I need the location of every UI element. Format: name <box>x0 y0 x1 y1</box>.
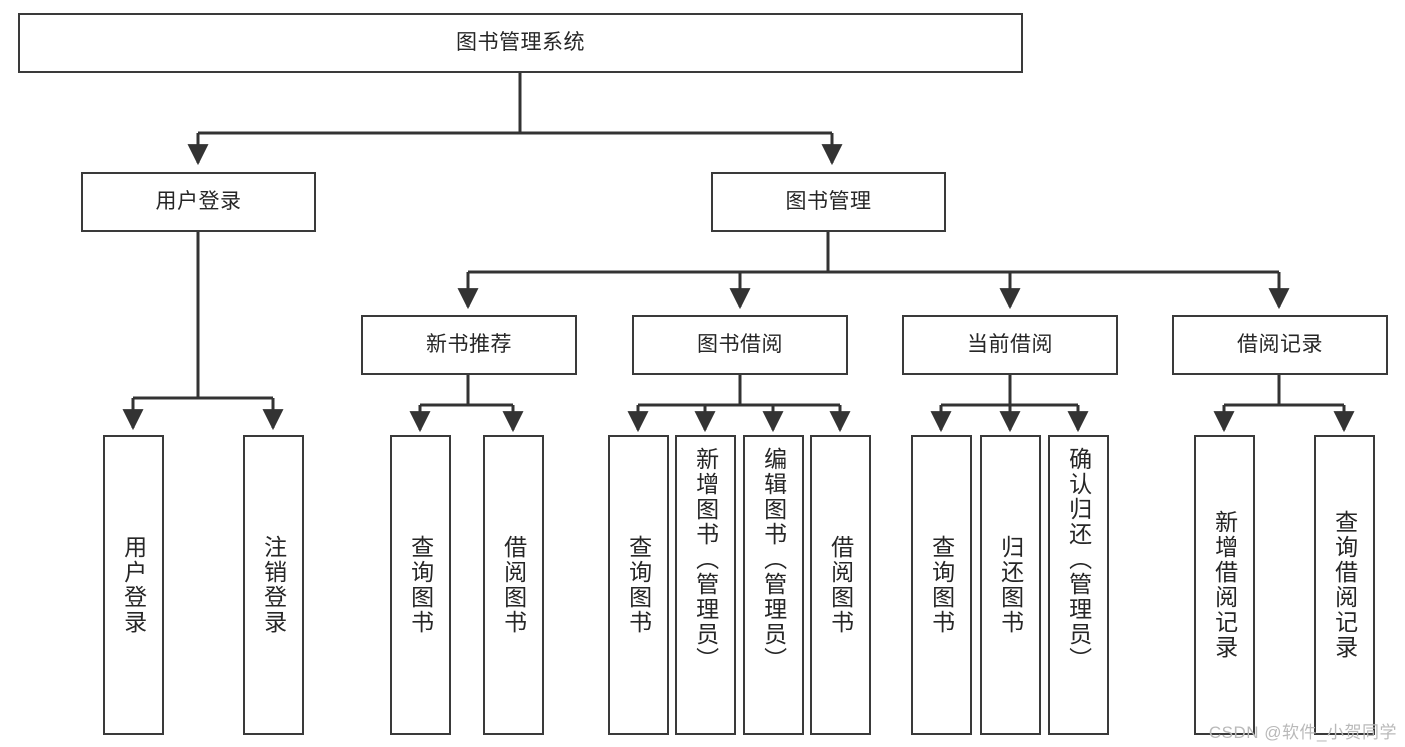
node-label: 新增借阅记录 <box>1211 510 1238 660</box>
leaf-add-book-admin[interactable]: 新增图书（管理员） <box>675 435 736 735</box>
leaf-user-login[interactable]: 用户登录 <box>103 435 164 735</box>
node-borrow-records[interactable]: 借阅记录 <box>1172 315 1388 375</box>
leaf-query-book-current[interactable]: 查询图书 <box>911 435 972 735</box>
leaf-query-book-recommend[interactable]: 查询图书 <box>390 435 451 735</box>
leaf-confirm-return-admin[interactable]: 确认归还（管理员） <box>1048 435 1109 735</box>
leaf-add-borrow-record[interactable]: 新增借阅记录 <box>1194 435 1255 735</box>
node-label: 用户登录 <box>155 189 242 213</box>
node-label: 确认归还（管理员） <box>1065 447 1092 672</box>
node-label: 查询借阅记录 <box>1331 510 1358 660</box>
csdn-watermark: CSDN @软件_小贺同学 <box>1208 723 1397 742</box>
node-label: 归还图书 <box>997 535 1024 635</box>
leaf-borrow-book-recommend[interactable]: 借阅图书 <box>483 435 544 735</box>
node-label: 注销登录 <box>260 535 287 635</box>
leaf-query-book-borrow[interactable]: 查询图书 <box>608 435 669 735</box>
node-current-borrow[interactable]: 当前借阅 <box>902 315 1118 375</box>
node-label: 查询图书 <box>407 535 434 635</box>
leaf-return-book[interactable]: 归还图书 <box>980 435 1041 735</box>
node-label: 借阅记录 <box>1237 332 1323 356</box>
node-user-login[interactable]: 用户登录 <box>81 172 316 232</box>
node-label: 借阅图书 <box>827 535 854 635</box>
node-label: 图书借阅 <box>697 332 783 356</box>
leaf-query-borrow-record[interactable]: 查询借阅记录 <box>1314 435 1375 735</box>
node-label: 查询图书 <box>625 535 652 635</box>
node-label: 当前借阅 <box>967 332 1053 356</box>
node-root-system[interactable]: 图书管理系统 <box>18 13 1023 73</box>
node-label: 借阅图书 <box>500 535 527 635</box>
leaf-edit-book-admin[interactable]: 编辑图书（管理员） <box>743 435 804 735</box>
node-label: 图书管理系统 <box>456 30 585 54</box>
node-label: 图书管理 <box>785 189 872 213</box>
node-label: 新增图书（管理员） <box>692 447 719 672</box>
leaf-borrow-book[interactable]: 借阅图书 <box>810 435 871 735</box>
node-book-borrow[interactable]: 图书借阅 <box>632 315 848 375</box>
node-label: 编辑图书（管理员） <box>760 447 787 672</box>
node-new-book-recommend[interactable]: 新书推荐 <box>361 315 577 375</box>
node-label: 新书推荐 <box>426 332 512 356</box>
leaf-logout[interactable]: 注销登录 <box>243 435 304 735</box>
node-label: 用户登录 <box>120 535 147 635</box>
node-book-management[interactable]: 图书管理 <box>711 172 946 232</box>
node-label: 查询图书 <box>928 535 955 635</box>
